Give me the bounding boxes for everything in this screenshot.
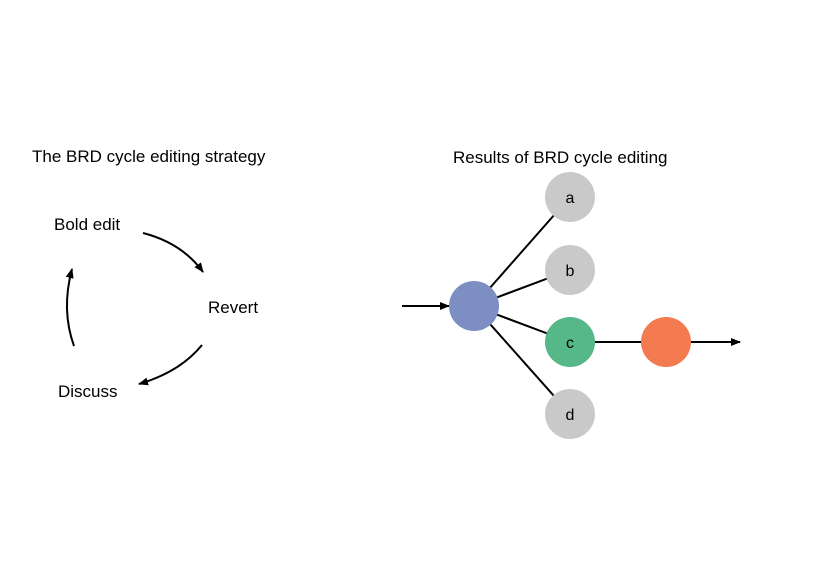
arrow-revert-to-discuss (138, 344, 203, 386)
arrow-bold-to-revert (142, 232, 204, 273)
left-diagram-title: The BRD cycle editing strategy (32, 147, 266, 166)
branch-node-b (545, 245, 595, 295)
cycle-step-revert: Revert (208, 298, 258, 317)
branch-node-a (545, 172, 595, 222)
brd-results-diagram: Results of BRD cycle editing a b c d (402, 148, 741, 439)
branch-label-b: b (566, 263, 575, 280)
branch-node-d (545, 389, 595, 439)
cycle-step-bold-edit: Bold edit (54, 215, 120, 234)
cycle-step-discuss: Discuss (58, 382, 118, 401)
end-node (641, 317, 691, 367)
branch-label-a: a (566, 190, 575, 207)
start-node (449, 281, 499, 331)
branch-label-d: d (566, 407, 575, 424)
brd-cycle-diagram: The BRD cycle editing strategy Bold edit… (32, 147, 266, 401)
arrow-discuss-to-bold (65, 268, 75, 347)
branch-label-c: c (566, 335, 574, 352)
right-diagram-title: Results of BRD cycle editing (453, 148, 667, 167)
branch-node-c (545, 317, 595, 367)
